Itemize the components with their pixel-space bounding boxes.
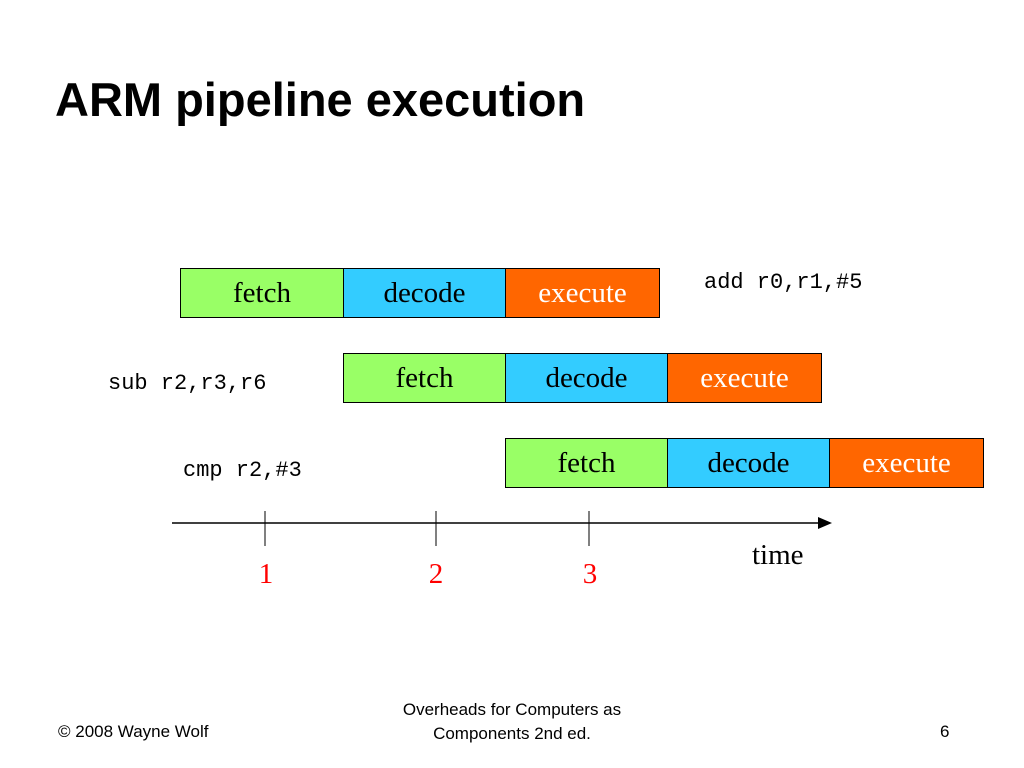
slide-title: ARM pipeline execution bbox=[55, 73, 586, 126]
fetch-stage: fetch bbox=[505, 438, 668, 488]
page-number: 6 bbox=[940, 722, 950, 741]
footer-copyright: © 2008 Wayne Wolf bbox=[58, 722, 209, 741]
tick-label-1: 1 bbox=[258, 558, 274, 590]
decode-stage: decode bbox=[505, 353, 668, 403]
tick-label-2: 2 bbox=[428, 558, 444, 590]
execute-stage: execute bbox=[829, 438, 984, 488]
instruction-label-cmp: cmp r2,#3 bbox=[183, 458, 302, 483]
execute-stage: execute bbox=[505, 268, 660, 318]
arrowhead-icon bbox=[818, 517, 832, 529]
instruction-label-add: add r0,r1,#5 bbox=[704, 270, 863, 295]
fetch-stage: fetch bbox=[343, 353, 506, 403]
footer-source: Overheads for Computers as Components 2n… bbox=[362, 698, 662, 746]
instruction-label-sub: sub r2,r3,r6 bbox=[108, 371, 267, 396]
fetch-stage: fetch bbox=[180, 268, 344, 318]
decode-stage: decode bbox=[667, 438, 830, 488]
footer-source-line-1: Overheads for Computers as bbox=[402, 700, 622, 719]
footer-source-line-2: Components 2nd ed. bbox=[433, 724, 591, 743]
tick-label-3: 3 bbox=[582, 558, 598, 590]
time-axis-label: time bbox=[752, 539, 804, 571]
execute-stage: execute bbox=[667, 353, 822, 403]
